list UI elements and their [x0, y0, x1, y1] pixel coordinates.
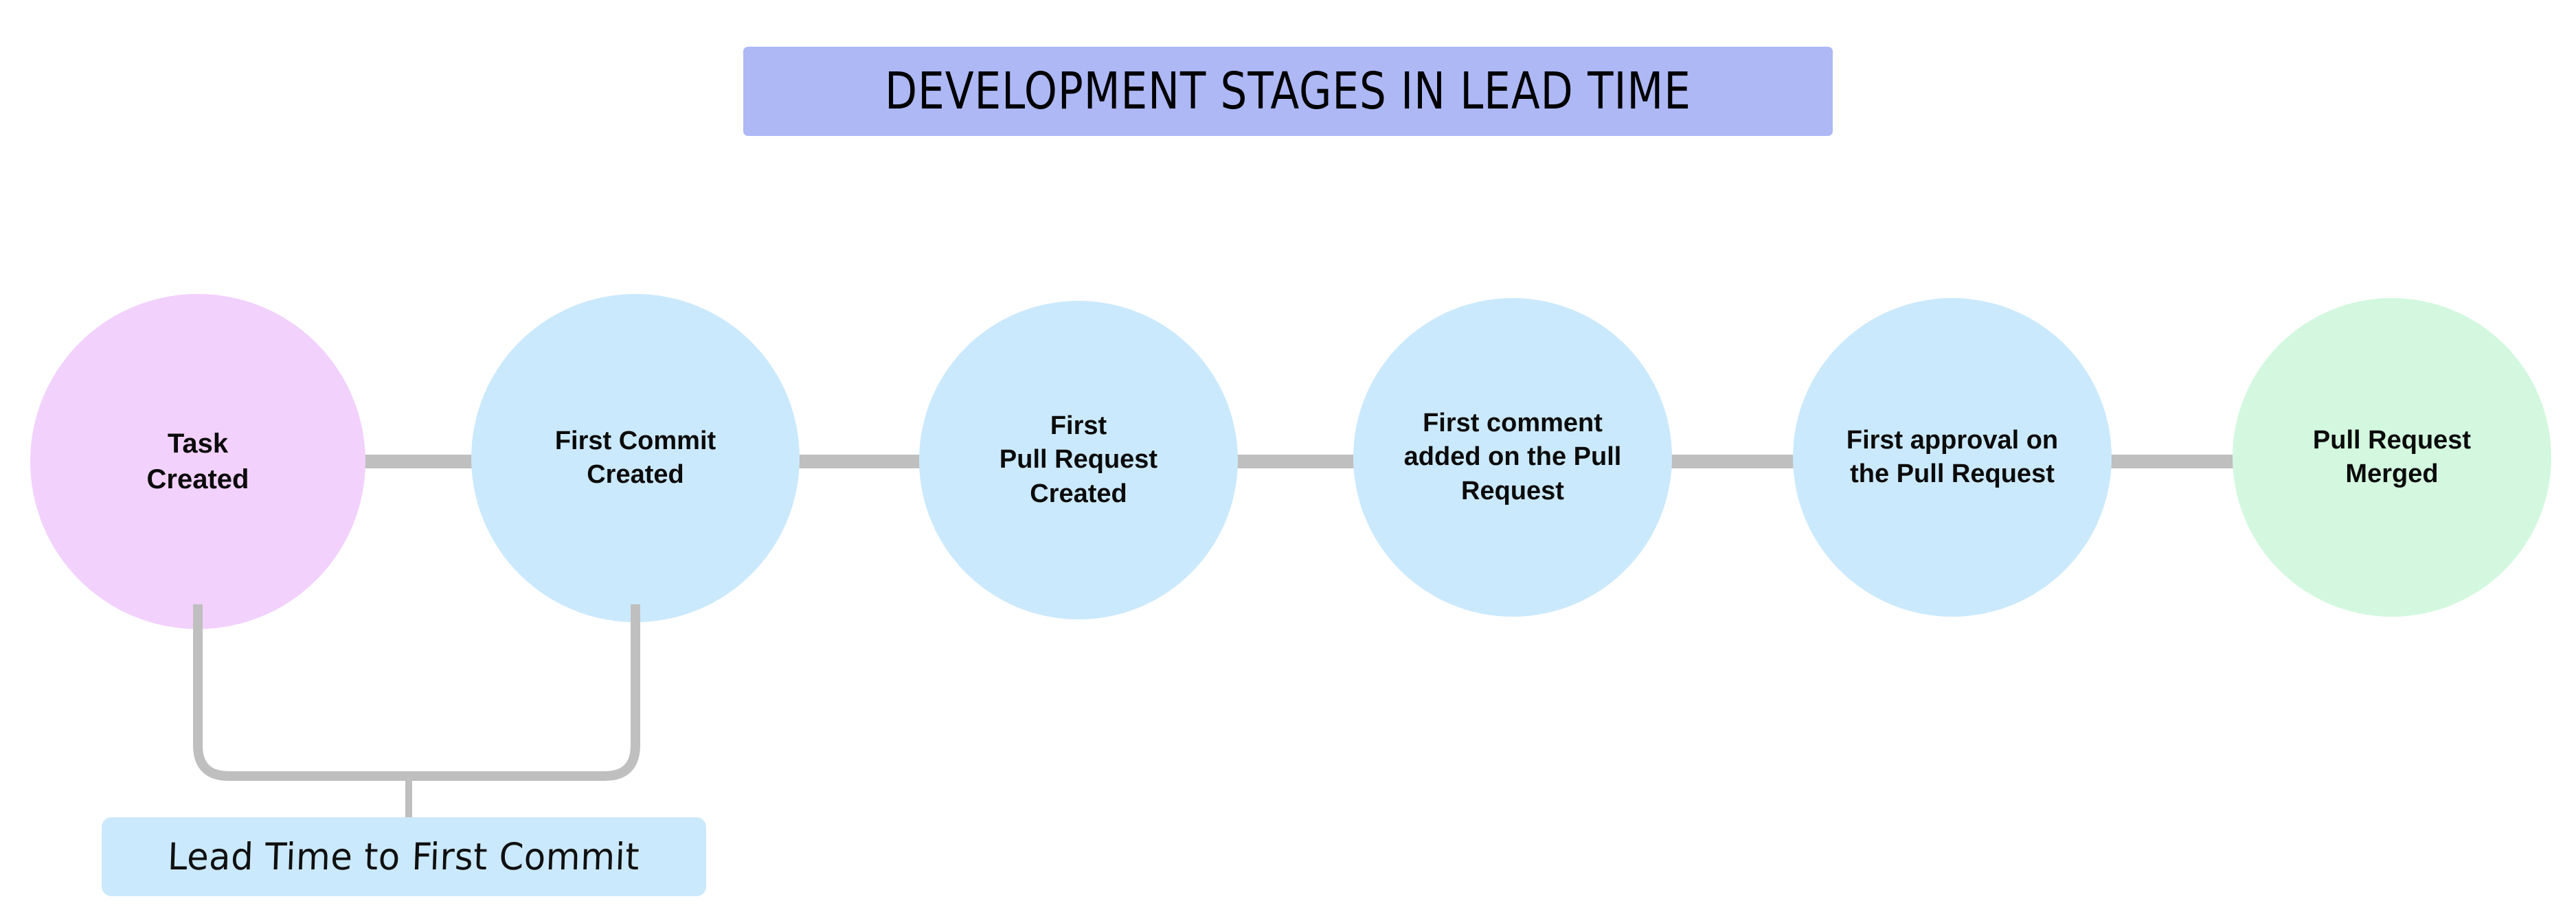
stage-node-first-comment-on-pull-request[interactable]: First comment added on the Pull Request — [1353, 298, 1672, 617]
stage-label-first-comment-on-pull-request: First comment added on the Pull Request — [1403, 408, 1622, 505]
lead-time-label-text: Lead Time to First Commit — [167, 835, 641, 878]
lead-time-label-box[interactable]: Lead Time to First Commit — [102, 817, 706, 896]
stage-node-first-approval-on-pull-request[interactable]: First approval on the Pull Request — [1793, 298, 2112, 617]
connector-first-approval-to-merged — [2103, 455, 2241, 468]
stage-node-first-pull-request-created[interactable]: First Pull Request Created — [919, 301, 1238, 619]
stage-label-pull-request-merged: Pull Request Merged — [2312, 425, 2472, 488]
stage-label-first-approval-on-pull-request: First approval on the Pull Request — [1846, 425, 2059, 488]
connector-first-pr-to-first-comment — [1230, 455, 1362, 468]
stage-node-pull-request-merged[interactable]: Pull Request Merged — [2233, 298, 2551, 617]
lead-time-bracket — [193, 604, 640, 824]
stage-node-task-created[interactable]: Task Created — [30, 294, 365, 629]
connector-task-to-first-commit — [358, 455, 480, 468]
connector-first-commit-to-first-pr — [791, 455, 927, 468]
connector-first-comment-to-first-approval — [1664, 455, 1801, 468]
diagram-title-banner: DEVELOPMENT STAGES IN LEAD TIME — [743, 47, 1833, 136]
stage-node-first-commit-created[interactable]: First Commit Created — [471, 294, 800, 622]
stage-label-first-pull-request-created: First Pull Request Created — [999, 411, 1158, 508]
stage-label-first-commit-created: First Commit Created — [554, 426, 716, 489]
stage-label-task-created: Task Created — [146, 429, 249, 494]
page-title: DEVELOPMENT STAGES IN LEAD TIME — [885, 62, 1691, 121]
